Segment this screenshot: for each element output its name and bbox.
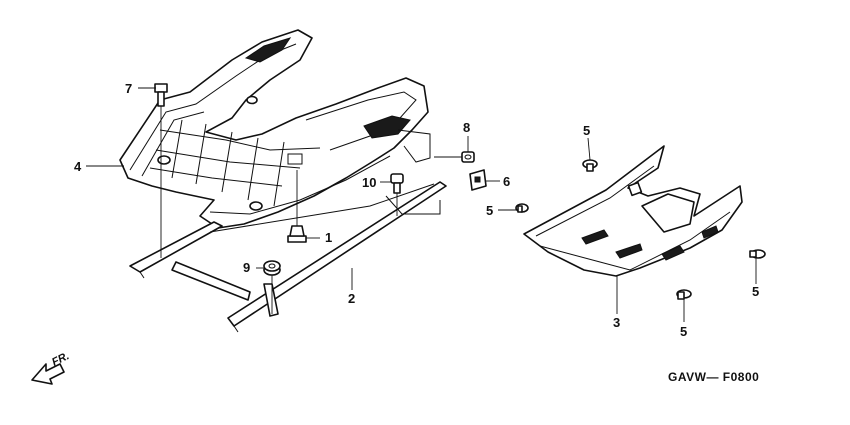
screw-5a	[582, 159, 598, 172]
under-cover	[523, 145, 743, 277]
callout-5-right: 5	[752, 284, 759, 299]
callout-9: 9	[243, 260, 250, 275]
callout-5-left: 5	[486, 203, 493, 218]
screw-5b	[515, 203, 529, 213]
nut-8	[461, 151, 475, 163]
callout-5-top: 5	[583, 123, 590, 138]
floor-stay-frame	[129, 181, 447, 333]
screw-5c	[749, 249, 766, 259]
callout-8: 8	[463, 120, 470, 135]
floor-panel	[119, 29, 431, 229]
screw-5d	[676, 289, 692, 300]
diagram-code: GAVW— F0800	[668, 370, 759, 384]
callout-3: 3	[613, 315, 620, 330]
callout-5-bottom: 5	[680, 324, 687, 339]
clip-6	[469, 169, 487, 191]
bolt-10	[390, 173, 404, 194]
fr-label: FR.	[50, 350, 71, 369]
callout-2: 2	[348, 291, 355, 306]
callout-1: 1	[325, 230, 332, 245]
nut-9	[263, 260, 281, 276]
callout-4: 4	[74, 159, 82, 174]
front-direction-arrow: FR.	[31, 350, 71, 385]
clip-nut-1	[287, 225, 307, 243]
callout-10: 10	[362, 175, 376, 190]
leader-lines	[86, 87, 757, 322]
callout-6: 6	[503, 174, 510, 189]
callout-7: 7	[125, 81, 132, 96]
